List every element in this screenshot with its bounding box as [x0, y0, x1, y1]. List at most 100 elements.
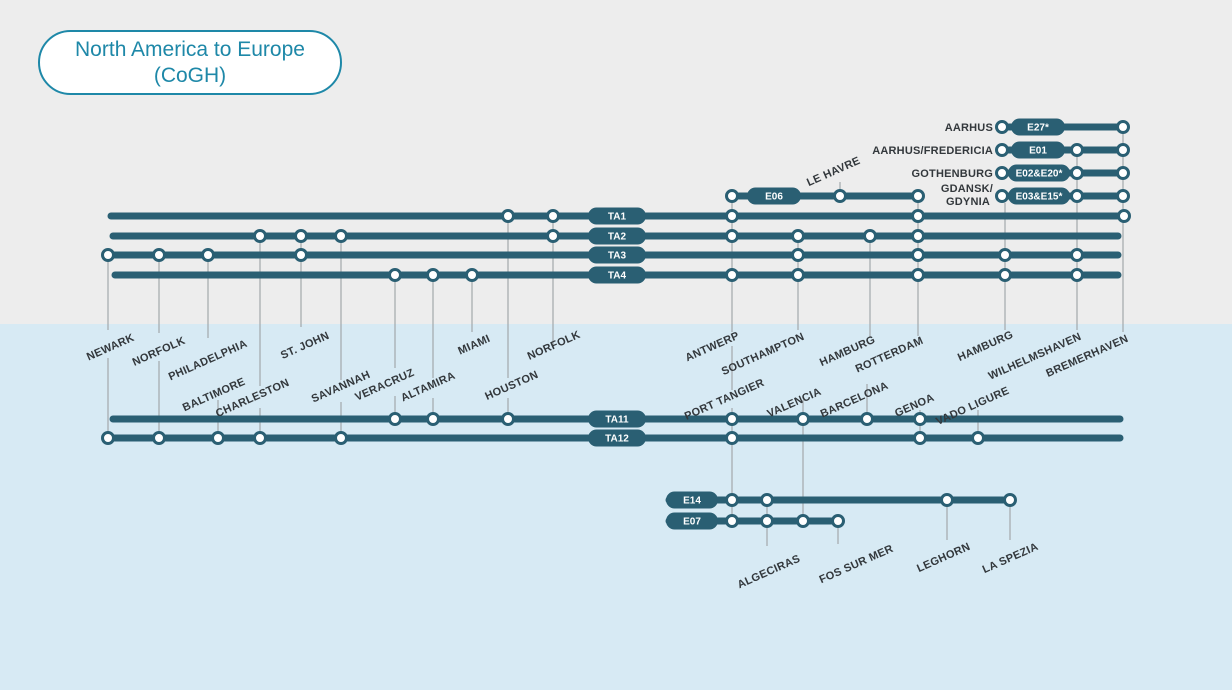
stop-circle-TA2-x732	[725, 229, 739, 243]
stop-circle-TA4-x918	[911, 268, 925, 282]
stop-circle-TA2-x301	[294, 229, 308, 243]
stop-circle-TA12-x341	[334, 431, 348, 445]
water-background	[0, 324, 1232, 690]
stop-circle-TA4-x433	[426, 268, 440, 282]
stop-circle-TA12-x732	[725, 431, 739, 445]
route-end-label-gdansk: GDANSK/	[941, 183, 993, 195]
stop-circle-E14-x732	[725, 493, 739, 507]
stop-circle-TA1-x732	[725, 209, 739, 223]
stop-circle-TA2-x341	[334, 229, 348, 243]
stop-circle-E01-x1123	[1116, 143, 1130, 157]
stop-circle-TA11-x920	[913, 412, 927, 426]
stop-circle-TA12-x218	[211, 431, 225, 445]
route-end-label-gdynia: GDYNIA	[946, 196, 990, 208]
title-pill: North America to Europe (CoGH)	[38, 30, 342, 95]
stop-circle-TA12-x108	[101, 431, 115, 445]
stop-circle-TA2-x918	[911, 229, 925, 243]
stop-circle-E02-E20-x1123	[1116, 166, 1130, 180]
route-badge-TA12	[588, 429, 646, 447]
stop-circle-TA4-x798	[791, 268, 805, 282]
route-badge-label-E07: E07	[683, 517, 701, 528]
stop-circle-TA3-x208	[201, 248, 215, 262]
stop-circle-E02-E20-x1002	[995, 166, 1009, 180]
stop-circle-E14-x767	[760, 493, 774, 507]
stop-circle-TA12-x159	[152, 431, 166, 445]
stop-circle-E03-E15-x1077	[1070, 189, 1084, 203]
stop-circle-TA12-x978	[971, 431, 985, 445]
stop-circle-E27-x1123	[1116, 120, 1130, 134]
stop-circle-E06-x732	[725, 189, 739, 203]
stop-circle-E07-x732	[725, 514, 739, 528]
stop-circle-E06-x918	[911, 189, 925, 203]
stop-circle-TA1-x508	[501, 209, 515, 223]
title-line2: (CoGH)	[153, 63, 227, 87]
stop-circle-E07-x767	[760, 514, 774, 528]
route-badge-label-E01: E01	[1029, 146, 1047, 157]
stop-circle-TA12-x920	[913, 431, 927, 445]
stop-circle-TA4-x472	[465, 268, 479, 282]
route-badge-label-E03-E15: E03&E15*	[1016, 192, 1063, 203]
stop-circle-TA12-x260	[253, 431, 267, 445]
stop-circle-E27-x1002	[995, 120, 1009, 134]
stop-circle-TA1-x1124	[1117, 209, 1131, 223]
stop-circle-E01-x1077	[1070, 143, 1084, 157]
stop-circle-TA11-x803	[796, 412, 810, 426]
stop-circle-TA2-x553	[546, 229, 560, 243]
stop-circle-TA11-x395	[388, 412, 402, 426]
route-badge-label-TA4: TA4	[608, 271, 627, 282]
route-badge-E14	[666, 491, 718, 509]
stop-circle-E07-x803	[796, 514, 810, 528]
route-badge-label-TA3: TA3	[608, 251, 627, 262]
route-end-label-aarhus-fredericia: AARHUS/FREDERICIA	[872, 145, 993, 157]
stop-circle-E02-E20-x1077	[1070, 166, 1084, 180]
stop-circle-TA3-x108	[101, 248, 115, 262]
stop-circle-TA2-x870	[863, 229, 877, 243]
route-badge-E02-E20	[1008, 164, 1070, 182]
stop-circle-TA2-x260	[253, 229, 267, 243]
stop-circle-TA11-x867	[860, 412, 874, 426]
stop-circle-E06-x840	[833, 189, 847, 203]
route-badge-E03-E15	[1008, 187, 1070, 205]
route-end-label-aarhus: AARHUS	[945, 122, 993, 134]
stop-circle-TA4-x1005	[998, 268, 1012, 282]
stop-circle-TA11-x508	[501, 412, 515, 426]
route-badge-label-E06: E06	[765, 192, 783, 203]
title-line1: North America to Europe	[75, 37, 305, 61]
route-badge-E06	[747, 187, 801, 205]
stop-circle-TA3-x1005	[998, 248, 1012, 262]
route-badge-TA4	[588, 266, 646, 284]
route-badge-TA2	[588, 227, 646, 245]
stop-circle-TA11-x433	[426, 412, 440, 426]
route-badge-label-E02-E20: E02&E20*	[1016, 169, 1063, 180]
route-badge-label-TA2: TA2	[608, 232, 627, 243]
route-badge-label-TA12: TA12	[605, 434, 629, 445]
route-end-label-gothenburg: GOTHENBURG	[912, 168, 993, 180]
route-badge-E01	[1011, 141, 1065, 159]
stop-circle-TA3-x159	[152, 248, 166, 262]
route-badge-E07	[666, 512, 718, 530]
stop-circle-TA3-x1077	[1070, 248, 1084, 262]
stop-circle-TA4-x395	[388, 268, 402, 282]
stop-circle-TA1-x553	[546, 209, 560, 223]
route-badge-label-E27: E27*	[1027, 123, 1049, 134]
route-badge-label-TA1: TA1	[608, 212, 627, 223]
route-badge-TA1	[588, 207, 646, 225]
stop-circle-TA11-x732	[725, 412, 739, 426]
stop-circle-TA4-x1077	[1070, 268, 1084, 282]
stop-circle-TA3-x301	[294, 248, 308, 262]
stop-circle-E01-x1002	[995, 143, 1009, 157]
stop-circle-E14-x1010	[1003, 493, 1017, 507]
route-badge-TA11	[588, 410, 646, 428]
stop-circle-TA3-x798	[791, 248, 805, 262]
stop-circle-TA4-x732	[725, 268, 739, 282]
stop-circle-TA2-x798	[791, 229, 805, 243]
stop-circle-E03-E15-x1123	[1116, 189, 1130, 203]
stop-circle-TA3-x918	[911, 248, 925, 262]
stop-circle-E07-x838	[831, 514, 845, 528]
stop-circle-E14-x947	[940, 493, 954, 507]
route-badge-TA3	[588, 246, 646, 264]
route-badge-label-E14: E14	[683, 496, 701, 507]
stop-circle-TA1-x918	[911, 209, 925, 223]
